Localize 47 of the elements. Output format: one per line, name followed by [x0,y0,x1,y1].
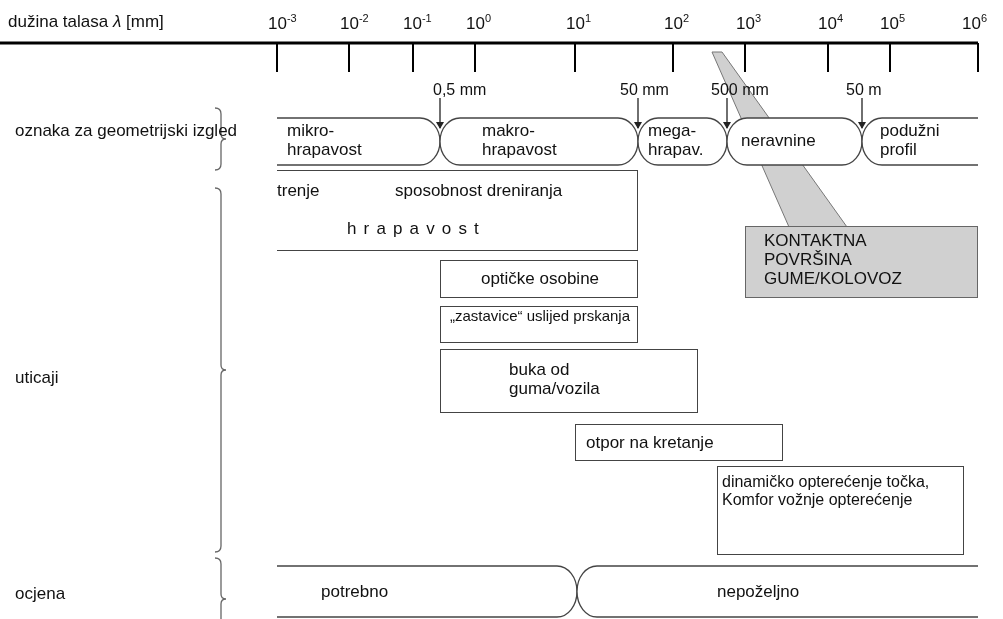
boundary-label: 50 m [846,80,882,99]
node-text: sposobnost dreniranja [395,181,564,200]
range-box [717,466,964,555]
range-box [575,424,783,461]
node-text: dinamičko opterećenje točka, Komfor vožnje opterećenje [722,473,931,509]
rounded-band [862,118,978,165]
range-box [440,306,638,343]
tick-label: 10$^{-1}$ [403,14,432,33]
rounded-band [727,118,862,165]
tick-label: 10$^{-2}$ [340,14,369,33]
row-label: oznaka za geometrijski izgled [15,121,239,140]
rounded-band [638,118,727,165]
node-text: potrebno [321,582,390,601]
node-text: optičke osobine [479,269,601,288]
callout-box [745,226,978,298]
node-text: mega- hrapav. [648,121,705,159]
axis-title: dužina talasa λ [mm] [8,12,165,31]
node-text: trenje [277,181,321,200]
node-text: neravnine [741,131,817,150]
node-text: mikro- hrapavost [287,121,363,159]
tick-label: 10$^{2}$ [664,14,690,33]
boundary-label: 500 mm [711,80,769,99]
row-label: uticaji [15,368,59,387]
node-text: nepoželjno [717,582,801,601]
row-label: ocjena [15,584,66,603]
tick-label: 10$^{-3}$ [268,14,297,33]
node-text: „zastavice“ uslijed prskanja [448,307,632,324]
range-box [277,170,638,251]
node-text: makro- hrapavost [482,121,558,159]
range-box [440,349,698,413]
node-text: hrapavost [347,219,487,238]
rounded-band [577,566,978,617]
tick-label: 10$^{1}$ [566,14,592,33]
callout-text: KONTAKTNA POVRŠINA GUME/KOLOVOZ [764,231,903,288]
tick-label: 10$^{0}$ [466,14,492,33]
tick-label: 10$^{6}$ [962,14,988,33]
boundary-label: 0,5 mm [433,80,487,99]
node-text: otpor na kretanje [586,433,715,452]
node-text: podužni profil [880,121,941,159]
tick-label: 10$^{4}$ [818,14,844,33]
boundary-label: 50 mm [620,80,669,99]
tick-label: 10$^{5}$ [880,14,906,33]
node-text: buka od guma/vozila [509,360,601,398]
range-box [440,260,638,298]
rounded-band [277,566,577,617]
rounded-band [277,118,440,165]
tick-label: 10$^{3}$ [736,14,762,33]
